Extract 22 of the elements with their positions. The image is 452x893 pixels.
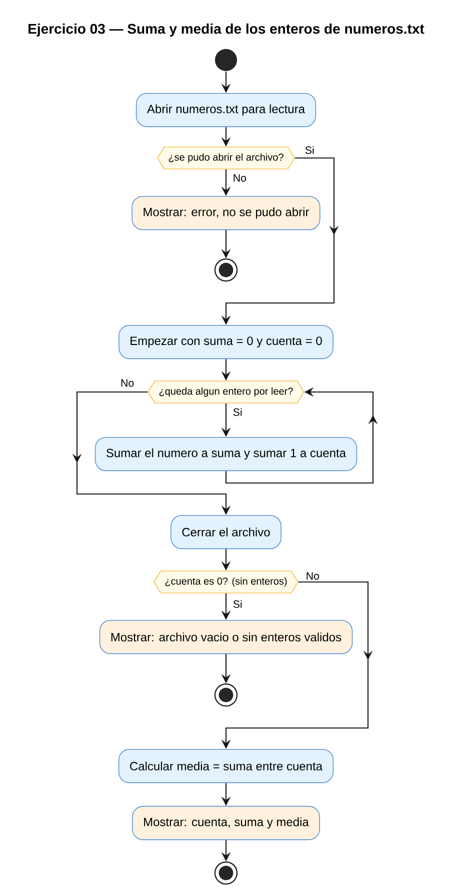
- action-box: Calcular media = suma entre cuenta: [118, 748, 334, 784]
- action-box: Sumar el numero a suma y sumar 1 a cuenta: [94, 436, 358, 472]
- end-circle: [214, 258, 238, 282]
- edge-label: Si: [304, 144, 316, 156]
- output-box: Mostrar: error, no se pudo abrir: [132, 196, 320, 230]
- end-circle: [214, 683, 238, 707]
- action-box: Cerrar el archivo: [170, 514, 282, 550]
- title: Ejercicio 03 — Suma y media de los enteros de numeros.txt: [28, 24, 424, 37]
- edge-label: No: [304, 570, 321, 582]
- decision-hexagon: ¿cuenta es 0? (sin enteros): [154, 570, 298, 594]
- edge-label: No: [119, 378, 136, 388]
- edge-label: Si: [232, 406, 244, 418]
- start-circle: [215, 49, 237, 72]
- end-circle: [214, 861, 238, 885]
- action-box: Empezar con suma = 0 y cuenta = 0: [118, 324, 334, 360]
- decision-hexagon: ¿se pudo abrir el archivo?: [157, 146, 295, 170]
- output-box: Mostrar: archivo vacio o sin enteros validos: [99, 620, 353, 654]
- edge-label: No: [232, 172, 248, 184]
- action-box: Abrir numeros.txt para lectura: [136, 92, 316, 128]
- decision-hexagon: ¿queda algun entero por leer?: [148, 380, 304, 404]
- edge-label: Si: [232, 598, 244, 610]
- output-box: Mostrar: cuenta, suma y media: [132, 806, 320, 840]
